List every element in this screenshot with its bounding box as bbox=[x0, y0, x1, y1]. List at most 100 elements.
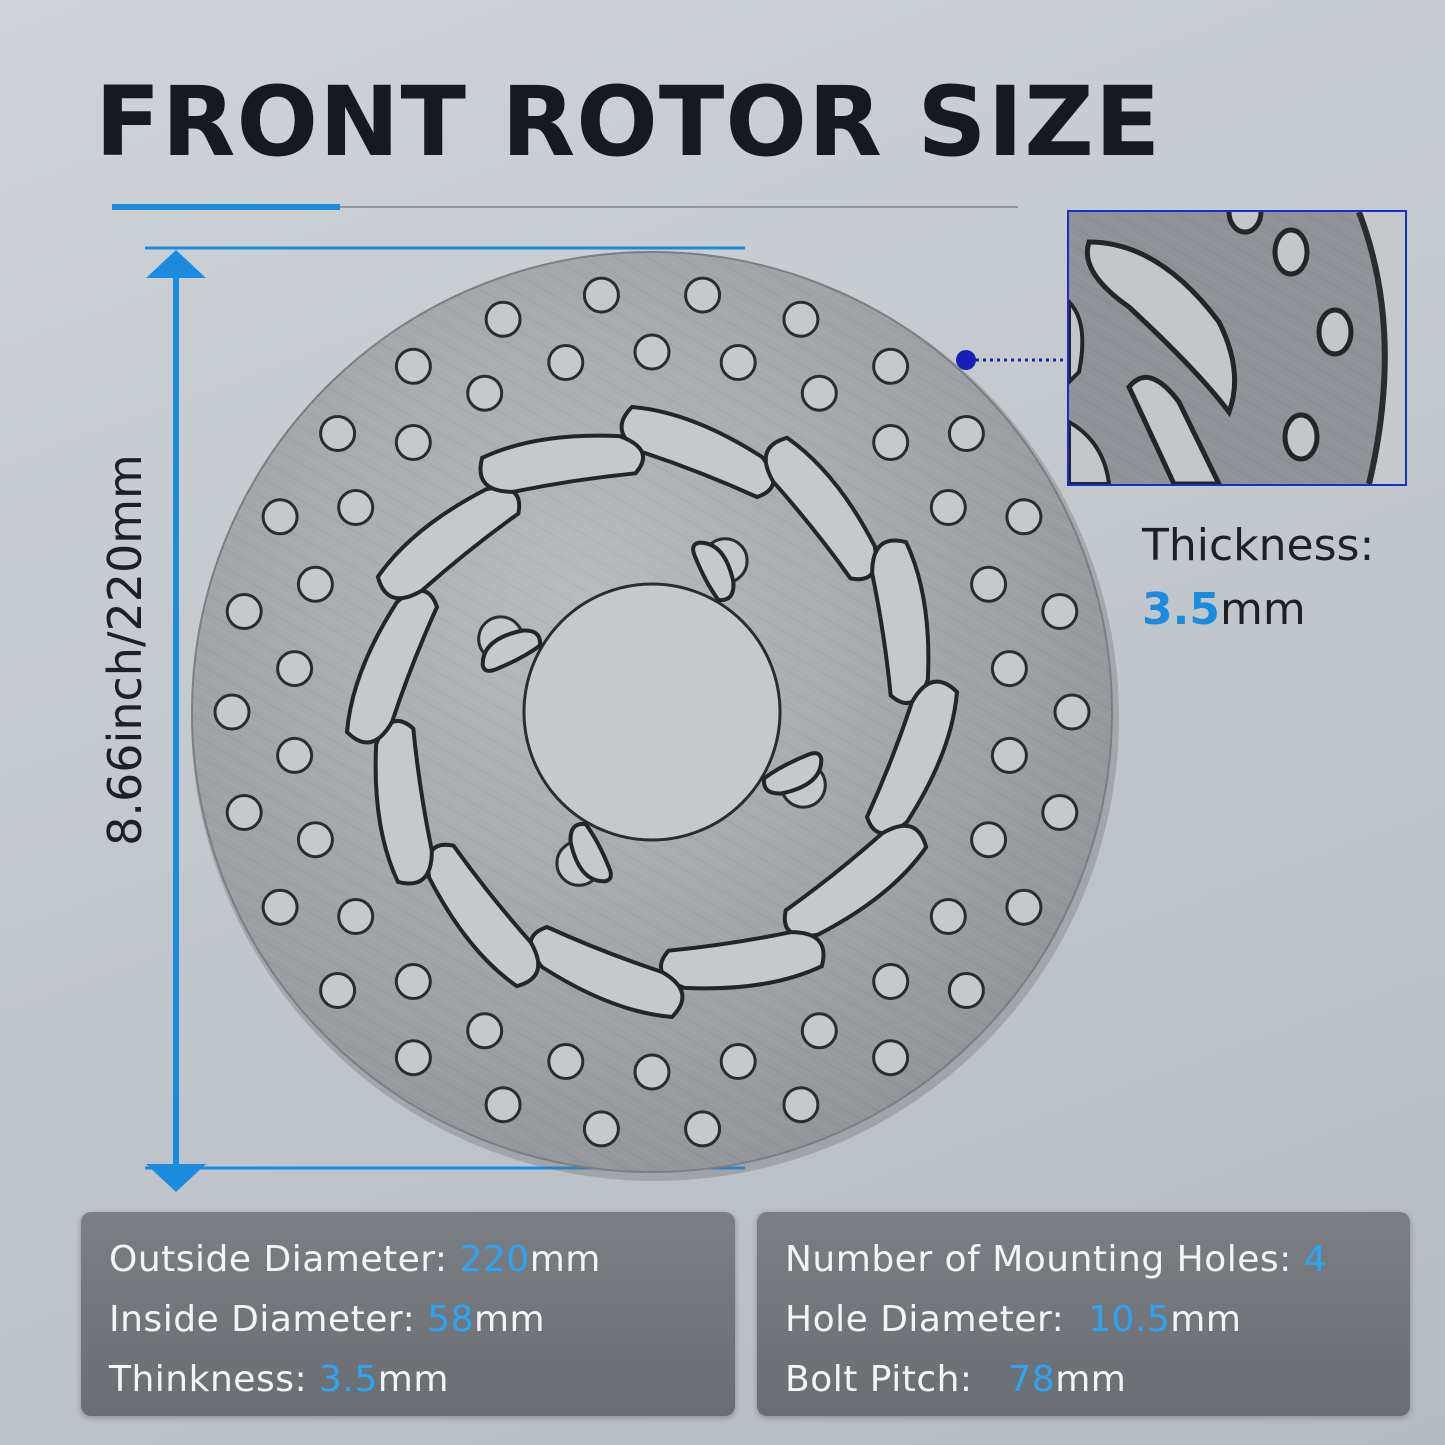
spec-unit: mm bbox=[529, 1239, 601, 1280]
spec-bolt-pitch: Bolt Pitch: 78mm bbox=[785, 1350, 1410, 1410]
spec-panel-right: Number of Mounting Holes: 4 Hole Diamete… bbox=[757, 1212, 1410, 1416]
drilled-hole bbox=[296, 821, 334, 859]
vent-slot bbox=[864, 679, 960, 836]
drilled-hole bbox=[213, 693, 251, 731]
drilled-hole bbox=[872, 963, 910, 1000]
drilled-hole bbox=[261, 498, 299, 536]
drilled-hole bbox=[484, 300, 522, 338]
thickness-label: Thickness: bbox=[1142, 520, 1375, 571]
vent-slot bbox=[782, 823, 929, 938]
drilled-hole bbox=[782, 300, 820, 338]
spec-mounting-holes: Number of Mounting Holes: 4 bbox=[785, 1230, 1410, 1290]
drilled-hole bbox=[394, 347, 432, 385]
drilled-hole bbox=[484, 1086, 522, 1124]
drilled-hole bbox=[276, 650, 314, 688]
drilled-hole bbox=[684, 276, 722, 314]
thickness-value: 3.5mm bbox=[1142, 582, 1306, 638]
drilled-hole bbox=[872, 347, 910, 385]
spec-unit: mm bbox=[473, 1299, 546, 1340]
drilled-hole bbox=[582, 1110, 620, 1148]
vent-slot bbox=[375, 486, 522, 601]
spec-value: 78 bbox=[1008, 1359, 1056, 1400]
spec-label: Thinkness: bbox=[109, 1359, 320, 1400]
vent-slot bbox=[373, 718, 434, 886]
spec-panel-left: Outside Diameter: 220mm Inside Diameter:… bbox=[81, 1212, 735, 1416]
thickness-unit: mm bbox=[1219, 584, 1306, 635]
vent-slot bbox=[426, 842, 541, 989]
page-title: FRONT ROTOR SIZE bbox=[95, 66, 1162, 178]
drilled-hole bbox=[319, 415, 357, 452]
drilled-hole bbox=[719, 344, 757, 381]
drilled-hole bbox=[872, 1039, 910, 1077]
drilled-hole bbox=[970, 821, 1008, 859]
drilled-hole bbox=[970, 565, 1008, 603]
vent-slot bbox=[344, 588, 440, 745]
spec-unit: mm bbox=[1170, 1299, 1242, 1340]
spec-outside-diameter: Outside Diameter: 220mm bbox=[109, 1230, 735, 1290]
vent-slot bbox=[870, 538, 931, 706]
drilled-hole bbox=[1053, 693, 1091, 731]
drilled-hole bbox=[296, 565, 334, 603]
spec-unit: mm bbox=[377, 1359, 449, 1400]
drilled-hole bbox=[684, 1110, 722, 1148]
callout-dot-icon bbox=[956, 350, 1066, 370]
spec-hole-diameter: Hole Diameter: 10.5mm bbox=[785, 1290, 1410, 1350]
inner-vent-slot bbox=[691, 540, 736, 603]
drilled-hole bbox=[990, 736, 1028, 774]
drilled-hole bbox=[547, 1043, 585, 1080]
spec-label: Hole Diameter: bbox=[785, 1299, 1089, 1340]
vent-slot bbox=[763, 435, 878, 582]
drilled-hole bbox=[582, 276, 620, 314]
inset-closeup-image bbox=[1067, 210, 1407, 486]
drilled-hole bbox=[1041, 593, 1079, 630]
drilled-hole bbox=[872, 424, 910, 461]
drilled-hole bbox=[547, 344, 585, 381]
title-underline bbox=[112, 206, 1018, 208]
drilled-hole bbox=[1005, 888, 1043, 926]
drilled-hole bbox=[633, 333, 671, 371]
drilled-hole bbox=[947, 415, 985, 452]
spec-value: 58 bbox=[427, 1299, 474, 1340]
vent-slot bbox=[528, 924, 685, 1020]
drilled-hole bbox=[337, 489, 375, 526]
drilled-hole bbox=[633, 1053, 671, 1091]
inner-vent-slot bbox=[568, 821, 613, 884]
drilled-hole bbox=[337, 898, 375, 935]
drilled-hole bbox=[225, 794, 263, 831]
drilled-hole bbox=[1005, 498, 1043, 536]
drilled-hole bbox=[800, 1012, 838, 1050]
drilled-hole bbox=[261, 888, 299, 926]
spec-label: Bolt Pitch: bbox=[785, 1359, 1009, 1400]
title-underline-accent bbox=[112, 204, 340, 210]
spec-thickness: Thinkness: 3.5mm bbox=[109, 1350, 735, 1410]
drilled-hole bbox=[719, 1043, 757, 1080]
drilled-hole bbox=[394, 1039, 432, 1077]
inner-vent-slot bbox=[761, 751, 824, 796]
drilled-hole bbox=[990, 650, 1028, 688]
drilled-hole bbox=[319, 972, 357, 1009]
drilled-hole bbox=[394, 424, 432, 461]
thickness-number: 3.5 bbox=[1142, 584, 1220, 635]
drilled-hole bbox=[276, 736, 314, 774]
drilled-hole bbox=[466, 374, 504, 412]
spec-value: 220 bbox=[459, 1239, 530, 1280]
rotor-disc-image bbox=[191, 251, 1119, 1181]
spec-value: 10.5 bbox=[1088, 1299, 1171, 1340]
drilled-hole bbox=[1041, 794, 1079, 831]
spec-unit: mm bbox=[1055, 1359, 1127, 1400]
drilled-hole bbox=[800, 374, 838, 412]
spec-label: Inside Diameter: bbox=[109, 1299, 428, 1340]
diameter-dimension-label: 8.66inch/220mm bbox=[98, 454, 152, 846]
vent-slot bbox=[478, 433, 646, 494]
vent-slot bbox=[658, 930, 826, 991]
inner-vent-slot bbox=[480, 628, 543, 673]
drilled-hole bbox=[929, 489, 967, 526]
spec-inside-diameter: Inside Diameter: 58mm bbox=[109, 1290, 735, 1350]
drilled-hole bbox=[929, 898, 967, 935]
drilled-hole bbox=[394, 963, 432, 1000]
spec-value: 4 bbox=[1303, 1239, 1328, 1280]
drilled-hole bbox=[947, 972, 985, 1009]
drilled-hole bbox=[466, 1012, 504, 1050]
spec-label: Outside Diameter: bbox=[109, 1239, 460, 1280]
